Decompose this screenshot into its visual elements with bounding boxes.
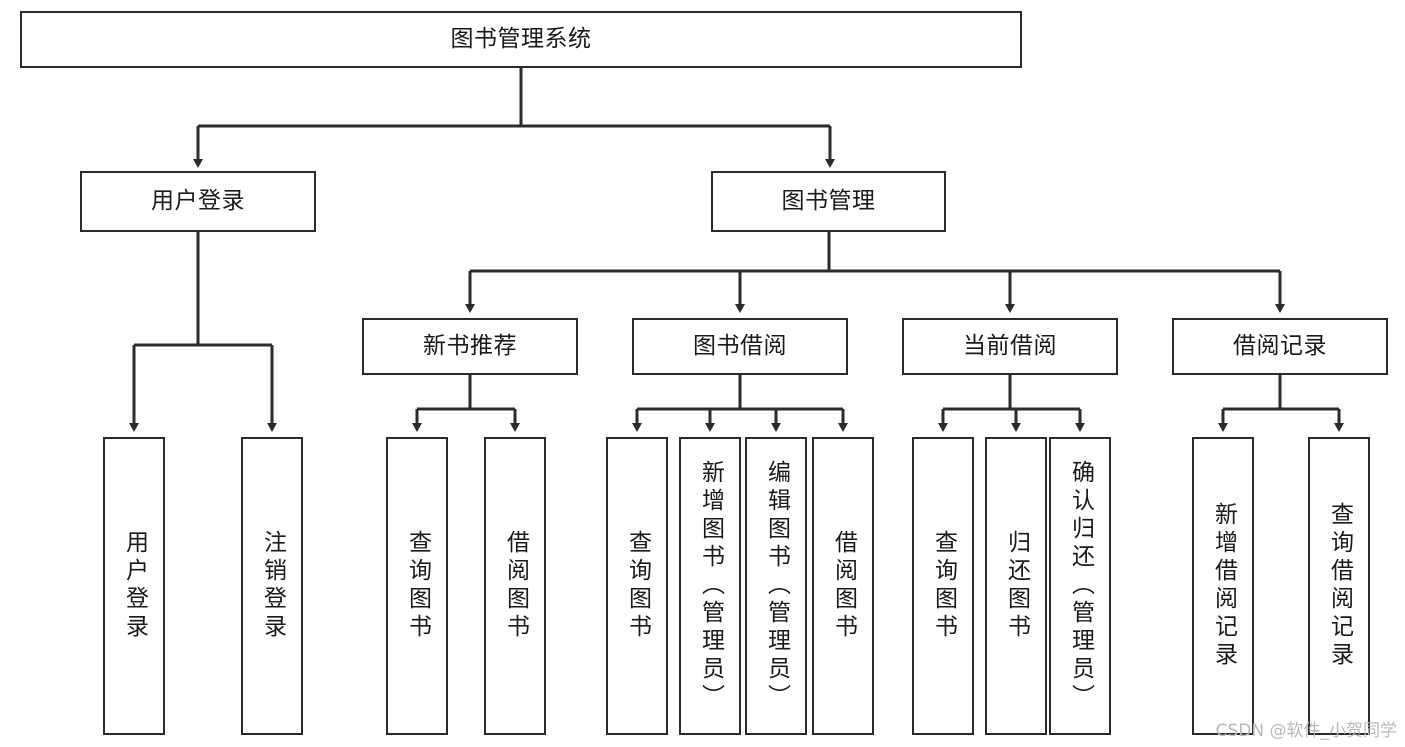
node-leaf-add-book-label: 新增图书（管理员） bbox=[697, 460, 724, 712]
node-leaf-edit-book[interactable]: 编辑图书（管理员） bbox=[745, 437, 807, 735]
node-leaf-query-book-borrow[interactable]: 查询图书 bbox=[606, 437, 668, 735]
node-leaf-return-book-label: 归还图书 bbox=[1003, 530, 1030, 642]
node-user-login-label: 用户登录 bbox=[151, 187, 245, 214]
node-leaf-borrow-book-rec[interactable]: 借阅图书 bbox=[484, 437, 546, 735]
edge-group-book-manage bbox=[465, 232, 1285, 313]
node-leaf-add-book[interactable]: 新增图书（管理员） bbox=[679, 437, 741, 735]
node-leaf-return-book[interactable]: 归还图书 bbox=[985, 437, 1047, 735]
node-leaf-logout-label: 注销登录 bbox=[259, 530, 286, 642]
node-borrow-record[interactable]: 借阅记录 bbox=[1172, 318, 1388, 375]
node-leaf-query-book-cur[interactable]: 查询图书 bbox=[912, 437, 974, 735]
edge-group-current-borrow bbox=[938, 375, 1085, 432]
node-leaf-user-login-label: 用户登录 bbox=[121, 530, 148, 642]
node-leaf-confirm-return-label: 确认归还（管理员） bbox=[1067, 460, 1094, 712]
node-leaf-query-book-rec[interactable]: 查询图书 bbox=[386, 437, 448, 735]
node-leaf-logout[interactable]: 注销登录 bbox=[241, 437, 303, 735]
node-leaf-query-record-label: 查询借阅记录 bbox=[1326, 502, 1353, 670]
node-root[interactable]: 图书管理系统 bbox=[20, 11, 1022, 68]
csdn-watermark: CSDN @软件_小贺同学 bbox=[1215, 721, 1397, 741]
node-book-manage-label: 图书管理 bbox=[781, 187, 876, 214]
node-book-borrow-label: 图书借阅 bbox=[693, 332, 787, 359]
node-leaf-user-login[interactable]: 用户登录 bbox=[103, 437, 165, 735]
node-book-borrow[interactable]: 图书借阅 bbox=[632, 318, 848, 375]
node-leaf-add-record-label: 新增借阅记录 bbox=[1210, 502, 1237, 670]
node-new-book-rec-label: 新书推荐 bbox=[423, 332, 517, 359]
node-leaf-add-record[interactable]: 新增借阅记录 bbox=[1192, 437, 1254, 735]
node-user-login[interactable]: 用户登录 bbox=[80, 171, 316, 232]
edge-group-user-login bbox=[129, 232, 277, 432]
edge-group-borrow-record bbox=[1218, 375, 1344, 432]
node-leaf-query-book-borrow-label: 查询图书 bbox=[624, 530, 651, 642]
edge-group-book-borrow bbox=[632, 375, 848, 432]
node-leaf-edit-book-label: 编辑图书（管理员） bbox=[763, 460, 790, 712]
node-root-label: 图书管理系统 bbox=[450, 25, 592, 52]
node-leaf-borrow-book[interactable]: 借阅图书 bbox=[812, 437, 874, 735]
node-book-manage[interactable]: 图书管理 bbox=[711, 171, 946, 232]
node-borrow-record-label: 借阅记录 bbox=[1233, 332, 1327, 359]
edge-group-new-book-rec bbox=[412, 375, 520, 432]
edge-group-root bbox=[193, 68, 835, 168]
node-current-borrow[interactable]: 当前借阅 bbox=[902, 318, 1118, 375]
node-leaf-query-book-cur-label: 查询图书 bbox=[930, 530, 957, 642]
node-current-borrow-label: 当前借阅 bbox=[963, 332, 1057, 359]
node-new-book-rec[interactable]: 新书推荐 bbox=[362, 318, 578, 375]
node-leaf-borrow-book-rec-label: 借阅图书 bbox=[502, 530, 529, 642]
node-leaf-confirm-return[interactable]: 确认归还（管理员） bbox=[1049, 437, 1111, 735]
node-leaf-query-book-rec-label: 查询图书 bbox=[404, 530, 431, 642]
node-leaf-query-record[interactable]: 查询借阅记录 bbox=[1308, 437, 1370, 735]
node-leaf-borrow-book-label: 借阅图书 bbox=[830, 530, 857, 642]
